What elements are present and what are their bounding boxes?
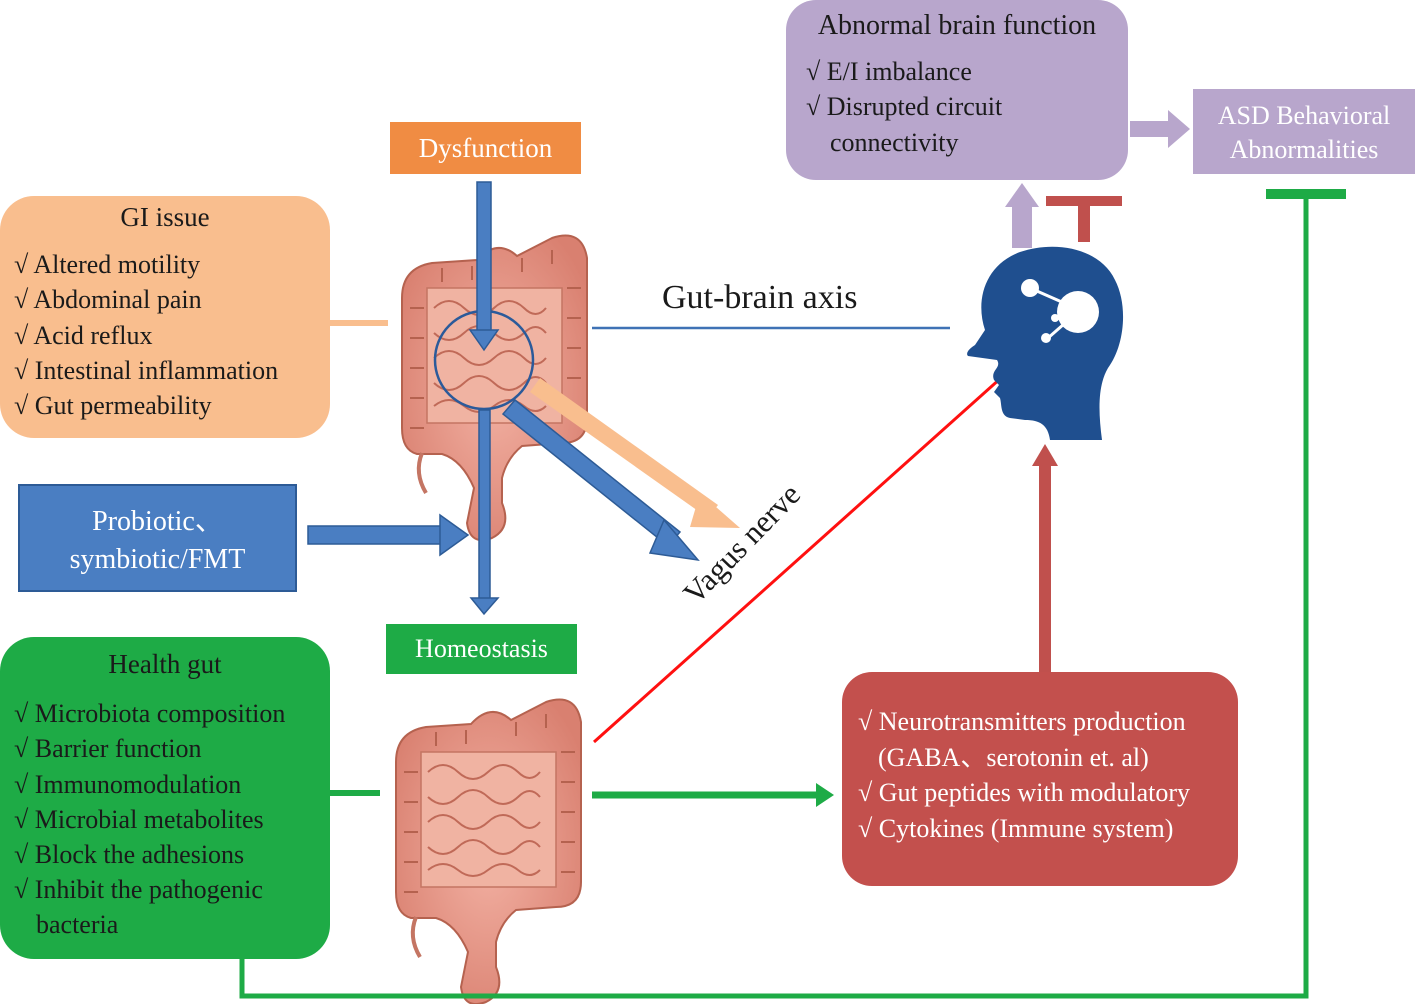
gi-issue-item: √ Acid reflux	[14, 320, 153, 350]
gi-issue-item: √ Altered motility	[14, 250, 201, 280]
mechanism-item: √ Cytokines (Immune system)	[858, 813, 1174, 843]
gut-brain-axis-label: Gut-brain axis	[662, 279, 858, 316]
health-gut-item: bacteria	[36, 910, 119, 940]
feedback-loop	[239, 189, 1346, 999]
mechanisms-box: √ Neurotransmitters production (GABA、ser…	[842, 672, 1238, 886]
abnormal-brain-box: Abnormal brain function √ E/I imbalance …	[786, 0, 1128, 180]
intestine-icon	[400, 233, 589, 543]
gi-issue-box: GI issue √ Altered motility √ Abdominal …	[0, 196, 330, 438]
brain-up-arrow	[1005, 183, 1039, 248]
dysfunction-box: Dysfunction	[390, 122, 581, 174]
asd-box: ASD Behavioral Abnormalities	[1193, 89, 1415, 174]
health-gut-item: √ Block the adhesions	[14, 840, 245, 870]
health-gut-item: √ Microbial metabolites	[14, 804, 264, 834]
mechanism-item: √ Gut peptides with modulatory	[858, 778, 1191, 807]
mechanism-item: √ Neurotransmitters production	[858, 707, 1186, 736]
health-gut-box: Health gut √ Microbiota composition √ Ba…	[0, 637, 330, 959]
abnormal-brain-item: connectivity	[830, 127, 959, 157]
health-gut-title: Health gut	[108, 649, 222, 679]
mechanism-item: (GABA、serotonin et. al)	[878, 742, 1149, 772]
gi-issue-title: GI issue	[120, 202, 210, 232]
abnormal-brain-title: Abnormal brain function	[817, 10, 1097, 41]
vagus-blue-arrow	[501, 398, 700, 562]
vagus-nerve-line	[592, 350, 1032, 744]
homeostasis-arrow	[469, 409, 500, 616]
probiotic-arrow	[307, 513, 470, 557]
gi-issue-item: √ Intestinal inflammation	[14, 355, 279, 385]
probiotic-line-1: Probiotic、	[92, 506, 223, 537]
health-gut-item: √ Inhibit the pathogenic	[14, 875, 263, 905]
abnormal-brain-item: √ Disrupted circuit	[806, 92, 1003, 121]
probiotic-box: Probiotic、 symbiotic/FMT	[18, 484, 297, 592]
inhibit-symbol	[1046, 196, 1122, 242]
gi-issue-item: √ Abdominal pain	[14, 285, 202, 315]
abnormal-brain-item: √ E/I imbalance	[806, 56, 972, 86]
health-gut-item: √ Immunomodulation	[14, 769, 242, 799]
head-network-icon	[967, 246, 1124, 440]
dysfunction-arrow	[468, 181, 500, 352]
vagus-orange-arrow	[530, 378, 740, 528]
health-gut-item: √ Barrier function	[14, 734, 202, 764]
probiotic-line-2: symbiotic/FMT	[69, 544, 246, 575]
health-to-mechanism-arrow	[592, 783, 834, 807]
brain-to-asd-arrow	[1130, 110, 1190, 148]
mechanism-to-brain-arrow	[1032, 444, 1058, 672]
intestine-icon	[394, 697, 583, 1004]
asd-line-2: Abnormalities	[1229, 135, 1379, 164]
gi-issue-item: √ Gut permeability	[14, 391, 212, 421]
health-gut-item: √ Microbiota composition	[14, 699, 286, 729]
homeostasis-box: Homeostasis	[386, 624, 577, 674]
asd-line-1: ASD Behavioral	[1217, 101, 1391, 130]
